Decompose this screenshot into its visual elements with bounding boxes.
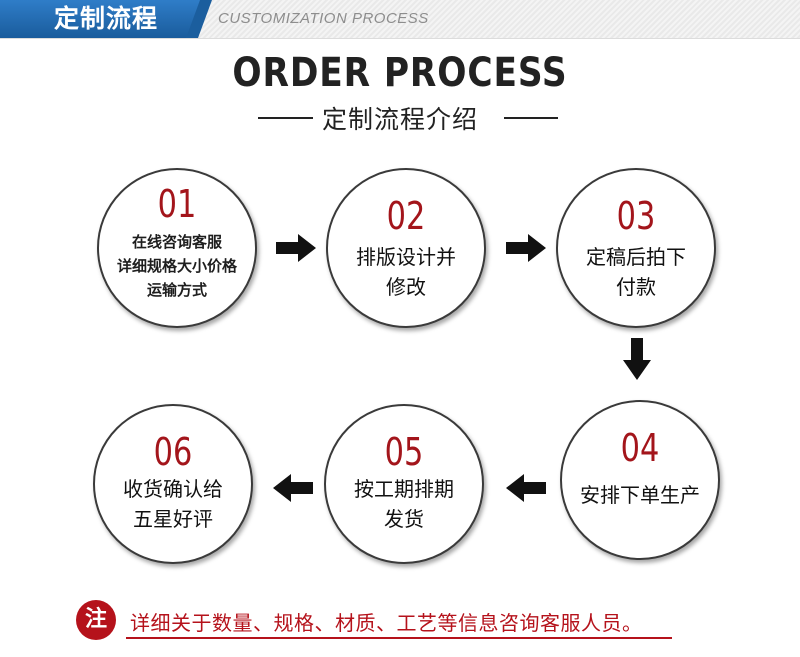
step-06-line-1: 收货确认给 [123,477,223,501]
step-03-line-1: 定稿后拍下 [586,245,686,269]
step-01-line-2: 详细规格大小价格 [116,257,237,275]
step-03-text: 定稿后拍下 付款 [558,242,714,302]
step-06-text: 收货确认给 五星好评 [95,474,251,534]
step-05-circle: 05 按工期排期 发货 [324,404,484,564]
step-02-number: 02 [386,194,426,238]
header-tab [0,0,200,38]
step-04-circle: 04 安排下单生产 [560,400,720,560]
step-01-circle: 01 在线咨询客服 详细规格大小价格 运输方式 [97,168,257,328]
arrow-left-icon [273,474,313,502]
header-title: 定制流程 [54,4,159,33]
step-04-number: 04 [620,426,660,470]
step-06-number: 06 [153,430,193,474]
note-underline [126,637,672,639]
header-subtitle: CUSTOMIZATION PROCESS [218,10,429,27]
step-02-line-2: 修改 [386,275,426,299]
step-02-line-1: 排版设计并 [356,245,456,269]
step-02-circle: 02 排版设计并 修改 [326,168,486,328]
title-divider-left [258,117,313,119]
step-01-number: 01 [157,182,197,226]
step-05-line-1: 按工期排期 [354,477,454,501]
arrow-down-icon [623,338,651,380]
step-05-number: 05 [384,430,424,474]
step-01-text: 在线咨询客服 详细规格大小价格 运输方式 [99,230,255,302]
step-06-circle: 06 收货确认给 五星好评 [93,404,253,564]
step-04-text: 安排下单生产 [562,480,718,510]
step-03-line-2: 付款 [616,275,656,299]
step-05-text: 按工期排期 发货 [326,474,482,534]
title-divider-right [504,117,558,119]
title-cn-row: 定制流程介绍 [0,100,800,136]
process-intro-title: 定制流程介绍 [321,105,478,134]
step-02-text: 排版设计并 修改 [328,242,484,302]
step-05-line-2: 发货 [384,507,424,531]
arrow-right-icon [276,234,316,262]
step-03-circle: 03 定稿后拍下 付款 [556,168,716,328]
step-06-line-2: 五星好评 [133,507,213,531]
step-01-line-1: 在线咨询客服 [131,233,222,251]
step-01-line-3: 运输方式 [146,281,207,299]
step-03-number: 03 [616,194,656,238]
note-text: 详细关于数量、规格、材质、工艺等信息咨询客服人员。 [130,611,643,635]
order-process-title: ORDER PROCESS [232,50,568,96]
header-bar: 定制流程 CUSTOMIZATION PROCESS [0,0,800,39]
note-badge: 注 [76,600,116,640]
step-04-line-1: 安排下单生产 [580,483,700,507]
arrow-right-icon [506,234,546,262]
arrow-left-icon [506,474,546,502]
